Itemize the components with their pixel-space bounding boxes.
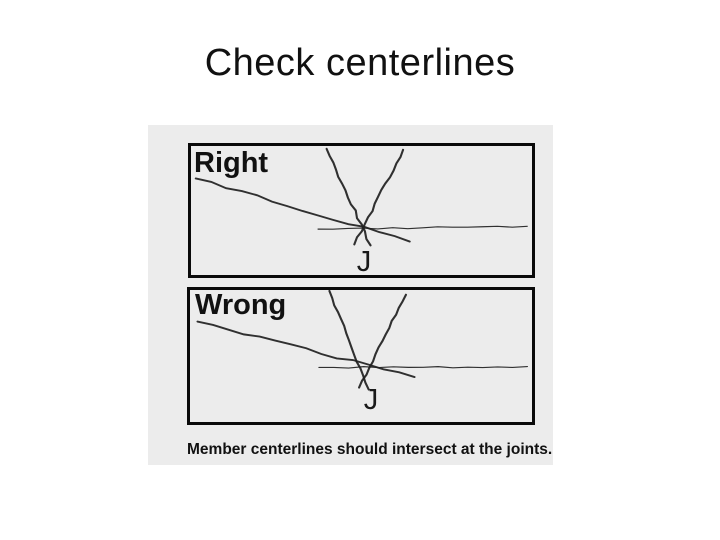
centerline xyxy=(353,148,405,246)
centerline xyxy=(317,225,528,230)
panel-wrong-drawing xyxy=(196,290,529,391)
joint-label: J xyxy=(356,246,372,278)
slide-title: Check centerlines xyxy=(204,42,516,84)
panel-right: Right J xyxy=(188,143,535,278)
centerline xyxy=(328,290,370,391)
centerline xyxy=(196,320,416,378)
panel-wrong: Wrong J xyxy=(187,287,535,425)
joint-label: J xyxy=(363,384,379,416)
centerline xyxy=(194,177,411,243)
panel-wrong-label: Wrong xyxy=(195,289,287,321)
centerline xyxy=(318,365,529,369)
centerlines-figure: Right J Wrong J Member centerlines shoul… xyxy=(148,125,553,465)
panel-right-label: Right xyxy=(194,147,269,179)
centerline xyxy=(358,293,408,389)
figure-caption: Member centerlines should intersect at t… xyxy=(187,441,553,458)
centerline xyxy=(325,147,372,247)
panel-right-drawing xyxy=(194,147,528,247)
